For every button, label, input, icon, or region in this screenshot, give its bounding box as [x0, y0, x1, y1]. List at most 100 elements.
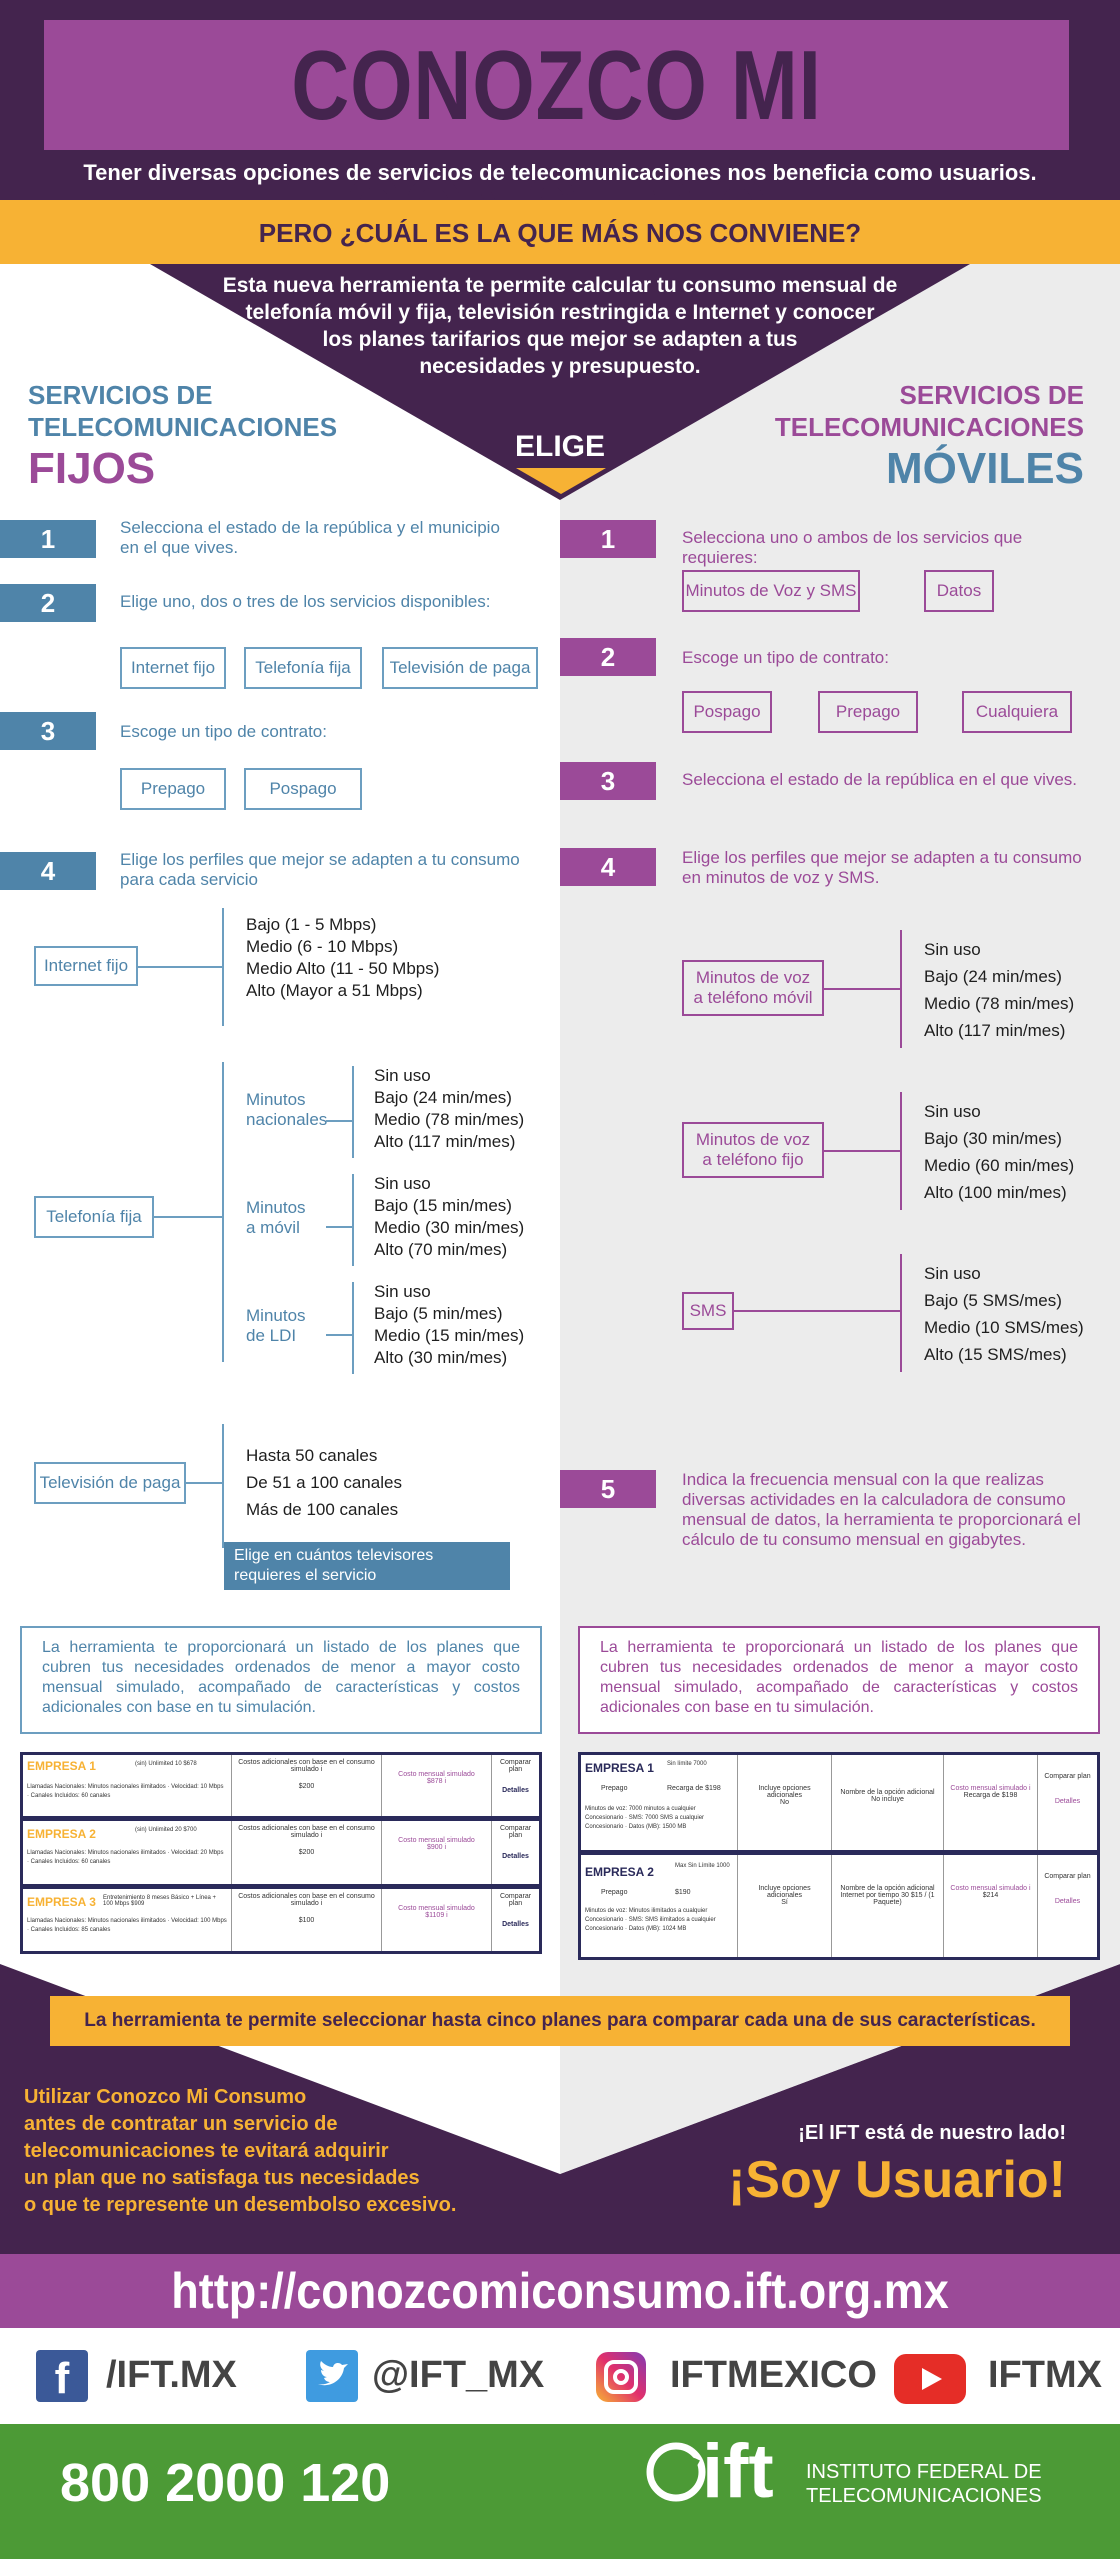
mobile-step-4-text: Elige los perfiles que mejor se adapten … — [682, 848, 1082, 887]
details-link[interactable]: Detalles — [502, 1853, 529, 1860]
mobile-step-1-text: Selecciona uno o ambos de los servicios … — [682, 528, 1023, 567]
instagram-handle[interactable]: IFTMEXICO — [670, 2354, 877, 2396]
elige-arrow-icon — [516, 468, 606, 494]
page-title: CONOZCO MI CONSUMO — [291, 30, 822, 266]
option-minutos-voz-sms[interactable]: Minutos de Voz y SMS — [682, 570, 860, 612]
facebook-handle[interactable]: /IFT.MX — [106, 2354, 237, 2396]
compare-note-band — [50, 1996, 1070, 2046]
elige-label: ELIGE — [514, 430, 605, 463]
company-name: EMPRESA 2 — [585, 1865, 654, 1879]
option-internet-fijo[interactable]: Internet fijo — [120, 647, 226, 689]
mobile-result-note: La herramienta te proporcionará un lista… — [578, 1626, 1100, 1734]
institute-name: INSTITUTO FEDERAL DE TELECOMUNICACIONES — [806, 2461, 1042, 2507]
ift-logo-icon — [646, 2442, 706, 2502]
option-telefonia-fija[interactable]: Telefonía fija — [244, 647, 362, 689]
fixed-heading: SERVICIOS DE TELECOMUNICACIONES FIJOS — [28, 380, 338, 493]
mobile-step-5-text: Indica la frecuencia mensual con la que … — [682, 1470, 1081, 1549]
question-band — [0, 200, 1120, 264]
fixed-step-2-text: Elige uno, dos o tres de los servicios d… — [120, 592, 491, 611]
twitter-handle[interactable]: @IFT_MX — [372, 2354, 545, 2396]
youtube-icon[interactable] — [894, 2354, 966, 2404]
mobile-step-4-badge: 4 — [560, 848, 656, 886]
table-row: EMPRESA 1 Sin límite 7000 Prepago Recarg… — [581, 1755, 1097, 1855]
bottom-band — [0, 2424, 1120, 2559]
tree-internet-fijo: Internet fijo — [34, 946, 138, 986]
tree-sms: SMS — [682, 1292, 734, 1330]
facebook-icon[interactable]: f — [36, 2350, 88, 2403]
phone-group-movil: Minutos a móvil — [246, 1198, 306, 1237]
tree-minutos-voz-movil: Minutos de voz a teléfono móvil — [682, 960, 824, 1016]
fixed-step-1-text: Selecciona el estado de la república y e… — [120, 518, 500, 557]
phone-number[interactable]: 800 2000 120 — [60, 2453, 391, 2513]
company-name: EMPRESA 3 — [27, 1895, 96, 1909]
compare-plan-checkbox[interactable]: Comparar plan Detalles — [491, 1821, 539, 1884]
fixed-step-4-badge: 4 — [0, 852, 96, 890]
twitter-icon[interactable] — [306, 2350, 358, 2402]
tv-note: Elige en cuántos televisores requieres e… — [224, 1542, 510, 1590]
mobile-step-5-badge: 5 — [560, 1470, 656, 1508]
fixed-result-note: La herramienta te proporcionará un lista… — [20, 1626, 542, 1734]
url-band — [0, 2254, 1120, 2328]
fixed-step-3-badge: 3 — [0, 712, 96, 750]
chevron-shape — [150, 264, 970, 500]
website-link[interactable]: http://conozcomiconsumo.ift.org.mx — [171, 2263, 949, 2319]
phone-group-ldi: Minutos de LDI — [246, 1306, 306, 1345]
mobile-step-2-badge: 2 — [560, 638, 656, 676]
advice-text: Utilizar Conozco Mi Consumo antes de con… — [24, 2086, 457, 2216]
table-row: EMPRESA 3 Entretenimiento 8 meses Básico… — [23, 1889, 539, 1951]
title-banner — [44, 20, 1069, 150]
ift-line: ¡El IFT está de nuestro lado! — [798, 2122, 1066, 2144]
tree-television-de-paga: Televisión de paga — [34, 1462, 186, 1504]
option-prepago-fijo[interactable]: Prepago — [120, 768, 226, 810]
table-row: EMPRESA 2 Max Sin Límite 1000 Prepago $1… — [581, 1855, 1097, 1957]
mobile-step-3-badge: 3 — [560, 762, 656, 800]
compare-plan-checkbox[interactable]: Comparar plan Detalles — [491, 1889, 539, 1951]
option-datos[interactable]: Datos — [924, 570, 994, 612]
table-row: EMPRESA 1 (sin) Unlimited 10 $678 Llamad… — [23, 1755, 539, 1821]
fixed-step-4-text: Elige los perfiles que mejor se adapten … — [120, 850, 520, 889]
mobile-voz-fijo-options: Sin uso Bajo (30 min/mes) Medio (60 min/… — [924, 1102, 1075, 1202]
soy-usuario: ¡Soy Usuario! — [727, 2151, 1066, 2209]
fixed-step-2-badge: 2 — [0, 584, 96, 622]
option-pospago-fijo[interactable]: Pospago — [244, 768, 362, 810]
phone-ldi-options: Sin uso Bajo (5 min/mes) Medio (15 min/m… — [374, 1282, 525, 1367]
intro-text: Esta nueva herramienta te permite calcul… — [222, 274, 898, 378]
compare-plan-checkbox[interactable]: Comparar plan Detalles — [491, 1755, 539, 1816]
mobile-heading: SERVICIOS DE TELECOMUNICACIONES MÓVILES — [774, 380, 1084, 493]
details-link[interactable]: Detalles — [502, 1921, 529, 1928]
mobile-results-table: EMPRESA 1 Sin límite 7000 Prepago Recarg… — [578, 1752, 1100, 1960]
compare-note: La herramienta te permite seleccionar ha… — [84, 2010, 1036, 2031]
compare-plan-checkbox[interactable]: Comparar plan Detalles — [1037, 1755, 1097, 1850]
details-link[interactable]: Detalles — [502, 1787, 529, 1794]
option-cualquiera[interactable]: Cualquiera — [962, 691, 1072, 733]
fixed-step-3-text: Escoge un tipo de contrato: — [120, 722, 327, 741]
subtitle: Tener diversas opciones de servicios de … — [83, 160, 1037, 185]
mobile-step-2-text: Escoge un tipo de contrato: — [682, 648, 889, 667]
youtube-handle[interactable]: IFTMX — [988, 2354, 1102, 2396]
tree-minutos-voz-fijo: Minutos de voz a teléfono fijo — [682, 1122, 824, 1178]
mobile-voz-movil-options: Sin uso Bajo (24 min/mes) Medio (78 min/… — [924, 940, 1075, 1040]
ift-logo-text: ift — [702, 2429, 774, 2514]
phone-group-nacionales: Minutos nacionales — [246, 1090, 328, 1129]
tree-telefonia-fija: Telefonía fija — [34, 1196, 154, 1238]
instagram-icon[interactable] — [596, 2352, 646, 2402]
option-pospago-movil[interactable]: Pospago — [682, 691, 772, 733]
company-name: EMPRESA 2 — [27, 1827, 96, 1841]
company-name: EMPRESA 1 — [27, 1759, 96, 1773]
phone-movil-options: Sin uso Bajo (15 min/mes) Medio (30 min/… — [374, 1174, 525, 1259]
mobile-sms-options: Sin uso Bajo (5 SMS/mes) Medio (10 SMS/m… — [924, 1264, 1084, 1364]
phone-nacionales-options: Sin uso Bajo (24 min/mes) Medio (78 min/… — [374, 1066, 525, 1151]
mobile-step-3-text: Selecciona el estado de la república en … — [682, 770, 1078, 789]
option-television-de-paga[interactable]: Televisión de paga — [382, 647, 538, 689]
details-link[interactable]: Detalles — [1054, 1798, 1081, 1805]
internet-options: Bajo (1 - 5 Mbps) Medio (6 - 10 Mbps) Me… — [246, 915, 440, 1000]
question-text: PERO ¿CUÁL ES LA QUE MÁS NOS CONVIENE? — [258, 218, 862, 248]
compare-plan-checkbox[interactable]: Comparar plan Detalles — [1037, 1855, 1097, 1957]
fixed-results-table: EMPRESA 1 (sin) Unlimited 10 $678 Llamad… — [20, 1752, 542, 1954]
option-prepago-movil[interactable]: Prepago — [818, 691, 918, 733]
mobile-step-1-badge: 1 — [560, 520, 656, 558]
company-name: EMPRESA 1 — [585, 1761, 654, 1775]
details-link[interactable]: Detalles — [1054, 1898, 1081, 1905]
fixed-step-1-badge: 1 — [0, 520, 96, 558]
table-row: EMPRESA 2 (sin) Unlimited 20 $700 Llamad… — [23, 1821, 539, 1889]
